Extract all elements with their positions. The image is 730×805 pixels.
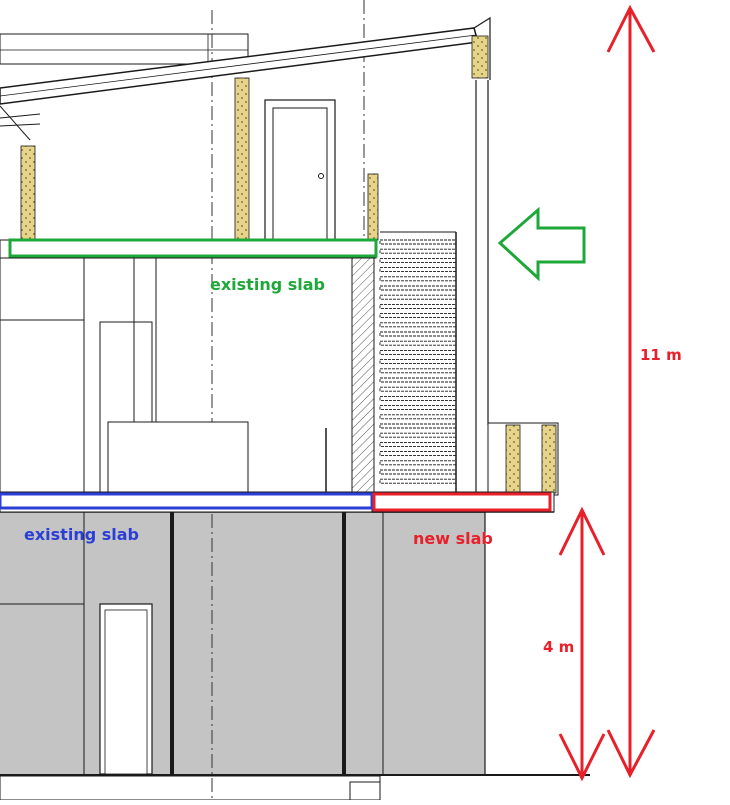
upper-floor bbox=[0, 16, 491, 259]
stair-tread bbox=[379, 294, 457, 300]
existing-slab-upper-outline bbox=[8, 238, 378, 258]
upper-background-box bbox=[0, 33, 249, 65]
stair-tread bbox=[379, 349, 457, 355]
stair-tread bbox=[379, 432, 457, 438]
dimension-total-height: 11 m bbox=[606, 4, 688, 779]
foundation bbox=[0, 775, 381, 801]
dimension-lower-bottom-arrow bbox=[558, 733, 606, 782]
stair-tread bbox=[379, 441, 457, 447]
dimension-lower-height: 4 m bbox=[538, 506, 606, 782]
middle-floor bbox=[0, 80, 559, 496]
stair-tread bbox=[379, 267, 457, 273]
roof-insulation bbox=[471, 35, 489, 79]
stair-tread bbox=[379, 239, 457, 245]
stair-tread bbox=[379, 276, 457, 282]
stair-tread bbox=[379, 340, 457, 346]
door-handle bbox=[318, 173, 324, 179]
stair-tread bbox=[379, 303, 457, 309]
stair-tread bbox=[379, 322, 457, 328]
new-slab-outline bbox=[372, 492, 552, 512]
stair-tread bbox=[379, 386, 457, 392]
existing-slab-lower-label: existing slab bbox=[24, 525, 139, 544]
dimension-lower-label-bg bbox=[538, 635, 580, 657]
stair-tread bbox=[379, 414, 457, 420]
upper-column-mid bbox=[234, 77, 250, 241]
dimension-total-label: 11 m bbox=[640, 346, 682, 364]
ground-floor-door-inner bbox=[104, 609, 148, 775]
stair-tread bbox=[379, 469, 457, 475]
ground-floor-fill bbox=[0, 512, 485, 774]
left-arrow-icon bbox=[497, 206, 586, 282]
stair-tread bbox=[379, 313, 457, 319]
annex-insulation-right bbox=[541, 424, 557, 494]
upper-column-left bbox=[20, 145, 36, 241]
stair-tread bbox=[379, 331, 457, 337]
annex-insulation-left bbox=[505, 424, 521, 494]
dimension-lower-top-arrow bbox=[558, 506, 606, 556]
truss-line-2 bbox=[0, 123, 41, 127]
dimension-total-top-arrow bbox=[606, 4, 656, 53]
upper-door bbox=[272, 107, 328, 241]
new-slab-label: new slab bbox=[413, 529, 493, 548]
upper-column-right bbox=[367, 173, 379, 241]
stair-tread bbox=[379, 359, 457, 365]
stair-tread bbox=[379, 423, 457, 429]
stair-tread bbox=[379, 460, 457, 466]
kitchen-counter bbox=[107, 421, 249, 493]
stair-tread bbox=[379, 478, 457, 484]
truss-line-1 bbox=[0, 113, 41, 119]
stair-tread bbox=[379, 368, 457, 374]
truss-diagonal bbox=[0, 105, 31, 141]
ground-floor bbox=[0, 511, 590, 801]
stair-tread bbox=[379, 285, 457, 291]
column-right bbox=[342, 512, 346, 775]
stair-tread bbox=[379, 377, 457, 383]
staircase bbox=[379, 239, 457, 484]
dimension-lower-label: 4 m bbox=[543, 638, 574, 656]
stair-tread bbox=[379, 451, 457, 457]
stair-tread bbox=[379, 405, 457, 411]
existing-slab-lower-outline bbox=[0, 492, 374, 510]
stair-tread bbox=[379, 257, 457, 263]
stair-tread bbox=[379, 395, 457, 401]
foundation-step bbox=[349, 781, 381, 801]
hatched-wall bbox=[351, 257, 375, 493]
stair-tread bbox=[379, 248, 457, 254]
column-left bbox=[170, 512, 174, 775]
roof-inner-line bbox=[0, 34, 477, 97]
dimension-total-bottom-arrow bbox=[606, 729, 656, 779]
existing-slab-upper-label: existing slab bbox=[210, 275, 325, 294]
roof-ridge bbox=[473, 16, 491, 80]
dimension-total-label-bg bbox=[636, 343, 688, 365]
